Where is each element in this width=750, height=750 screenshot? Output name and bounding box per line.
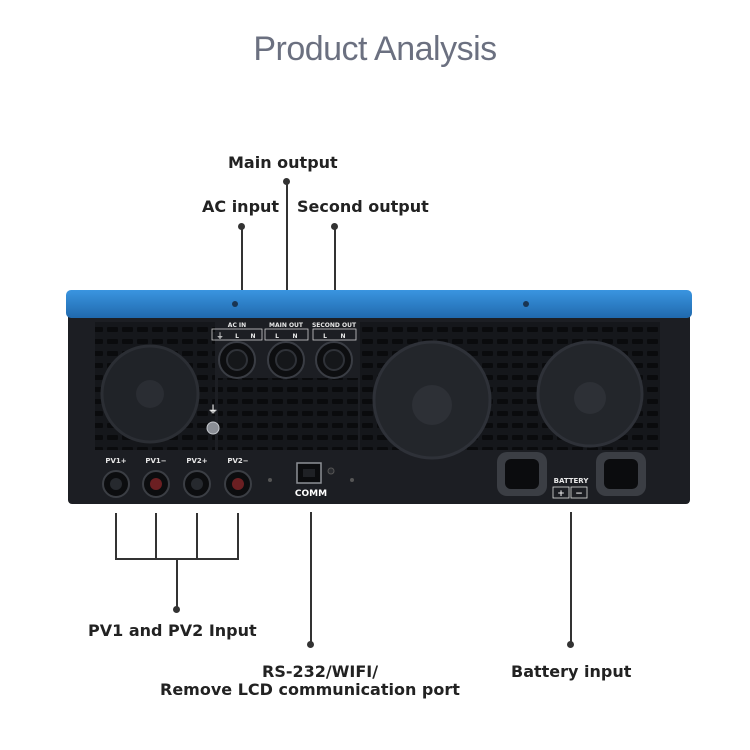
pv1-plus-leader bbox=[115, 513, 117, 559]
comm-rj45-port-icon bbox=[296, 462, 322, 484]
ac-input-label: AC input bbox=[202, 197, 280, 216]
ac-in-n-label: N bbox=[250, 333, 255, 340]
second-output-leader-dot bbox=[331, 223, 338, 230]
comm-leader-dot bbox=[307, 641, 314, 648]
ac-in-panel-label: AC IN bbox=[228, 322, 246, 329]
main-out-l-label: L bbox=[275, 333, 279, 340]
ground-screw-icon bbox=[206, 421, 220, 435]
second-out-n-label: N bbox=[340, 333, 345, 340]
comm-leader-line bbox=[310, 512, 312, 644]
screw-icon bbox=[268, 478, 272, 482]
battery-plus-label: + bbox=[557, 489, 565, 499]
battery-negative-terminal-icon bbox=[596, 452, 646, 496]
cover-screw-left-icon bbox=[232, 301, 238, 307]
screw-icon bbox=[350, 478, 354, 482]
main-out-n-label: N bbox=[292, 333, 297, 340]
battery-input-label: Battery input bbox=[511, 662, 632, 681]
main-output-label: Main output bbox=[228, 153, 338, 172]
pv1-minus-label: PV1− bbox=[145, 457, 166, 465]
ac-input-leader-line bbox=[241, 227, 243, 315]
battery-leader-line bbox=[570, 512, 572, 644]
indicator-icon bbox=[327, 467, 335, 475]
pv2-plus-leader bbox=[196, 513, 198, 559]
battery-leader-dot bbox=[567, 641, 574, 648]
top-cover bbox=[66, 290, 692, 318]
ac-input-gland-icon bbox=[218, 341, 256, 379]
main-output-leader-line bbox=[286, 182, 288, 312]
second-output-gland-icon bbox=[315, 341, 353, 379]
cover-screw-right-icon bbox=[523, 301, 529, 307]
pv-bracket-stem bbox=[176, 558, 178, 610]
pv-leader-dot bbox=[173, 606, 180, 613]
comm-port-label-line1: RS-232/WIFI/ bbox=[262, 662, 379, 681]
comm-port-label-line2: Remove LCD communication port bbox=[160, 680, 460, 699]
pv-input-label: PV1 and PV2 Input bbox=[88, 621, 257, 640]
comm-panel-label: COMM bbox=[295, 489, 327, 499]
ac-input-leader-dot bbox=[238, 223, 245, 230]
main-output-gland-icon bbox=[267, 341, 305, 379]
pv2-minus-label: PV2− bbox=[227, 457, 248, 465]
page-title: Product Analysis bbox=[253, 30, 497, 68]
pv2-plus-connector-icon bbox=[183, 470, 211, 498]
second-output-label: Second output bbox=[297, 197, 429, 216]
main-out-panel-label: MAIN OUT bbox=[269, 322, 304, 329]
pv2-plus-label: PV2+ bbox=[186, 457, 207, 465]
battery-positive-terminal-icon bbox=[497, 452, 547, 496]
second-output-leader-line bbox=[334, 227, 336, 315]
pv1-plus-label: PV1+ bbox=[105, 457, 126, 465]
pv1-minus-connector-icon bbox=[142, 470, 170, 498]
battery-minus-label: − bbox=[575, 489, 583, 499]
vent-grill-center bbox=[218, 378, 358, 450]
pv1-minus-leader bbox=[155, 513, 157, 559]
ac-in-l-label: L bbox=[235, 333, 239, 340]
second-out-panel-label: SECOND OUT bbox=[312, 322, 357, 329]
ac-in-ground-label: ⏚ bbox=[217, 332, 224, 340]
pv2-minus-leader bbox=[237, 513, 239, 559]
battery-panel-label: BATTERY bbox=[554, 477, 590, 485]
pv1-plus-connector-icon bbox=[102, 470, 130, 498]
main-output-leader-dot bbox=[283, 178, 290, 185]
ground-symbol-label: ⏚ bbox=[208, 404, 218, 416]
second-out-l-label: L bbox=[323, 333, 327, 340]
pv2-minus-connector-icon bbox=[224, 470, 252, 498]
